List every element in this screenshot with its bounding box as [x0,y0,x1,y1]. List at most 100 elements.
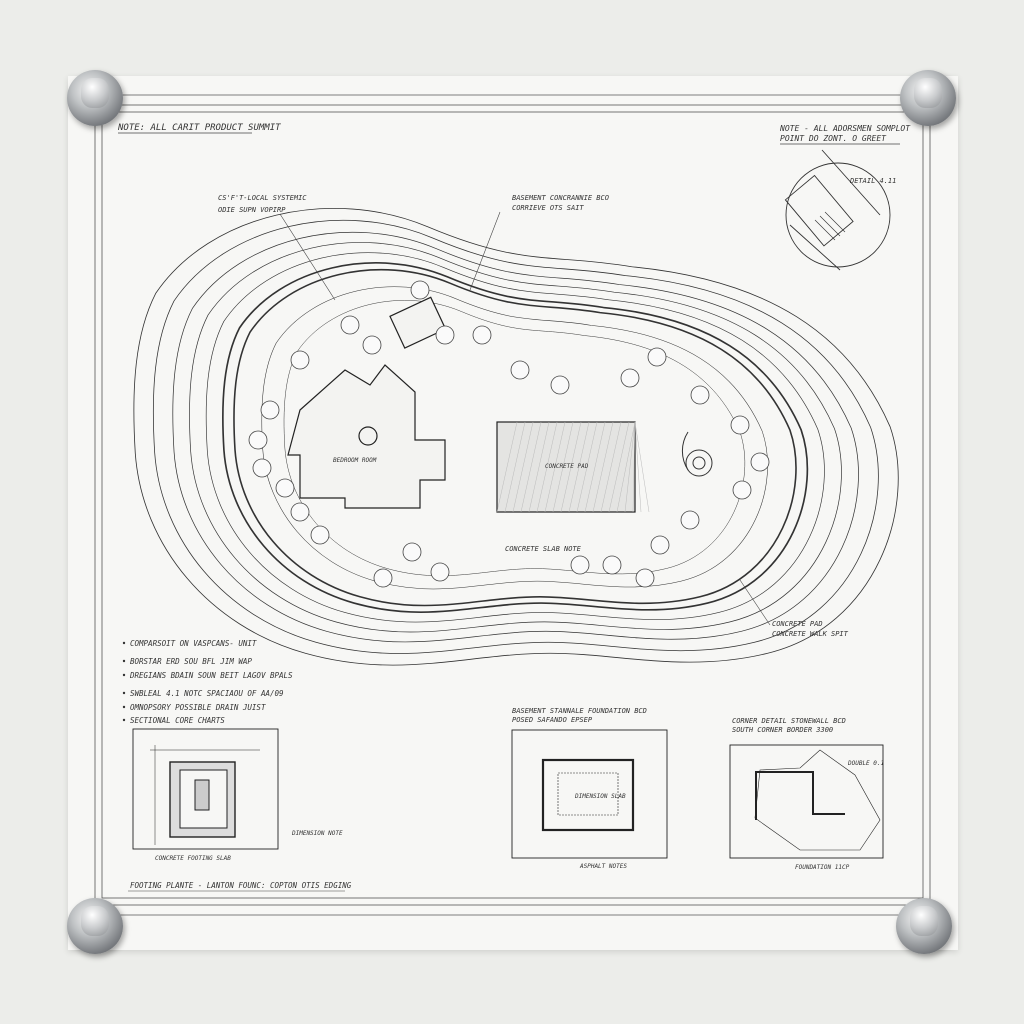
shrub [750,452,770,472]
contour-line [152,220,879,654]
legend-notes: COMPARSOIT ON VASPCANS- UNIT BORSTAR ERD … [122,639,293,725]
detail-3-subtitle: SOUTH CORNER BORDER 3300 [732,726,833,734]
court-label: CONCRETE PAD [545,463,589,470]
shrub [550,375,570,395]
hatch-line [544,421,566,513]
standoff-top-right [900,70,956,126]
house-label: BEDROOM ROOM [333,457,377,464]
shrub [362,335,382,355]
label-right-pad: CONCRETE PAD [772,620,823,628]
hatch-line [536,421,558,513]
legend-item: DREGIANS BDAIN SOUN BEIT LAGOV BPALS [129,671,293,680]
shrub [730,415,750,435]
house-footprint [287,296,447,509]
hatch-line [576,421,598,513]
detail-2-label: ASPHALT NOTES [579,863,627,870]
label-basement: BASEMENT CONCRANNIE BCO [512,194,609,202]
detail-callout [784,149,891,271]
shrub [310,525,330,545]
detail-1-callout: DIMENSION NOTE [291,830,343,837]
legend-item: SECTIONAL CORE CHARTS [130,716,225,725]
contour-line [222,262,809,613]
legend-item: COMPARSOIT ON VASPCANS- UNIT [130,639,257,648]
detail-1-label: CONCRETE FOOTING SLAB [155,855,231,862]
hatch-line [634,421,650,513]
contour-line [133,208,899,666]
hatch-line [560,421,582,513]
contour-line [189,242,842,633]
hatch-line [632,421,636,513]
shrub [647,347,667,367]
legend-bullet [122,691,126,695]
label-basement-2: CORRIEVE OTS SAIT [512,204,584,212]
contour-line [172,231,859,643]
legend-bullet [122,705,126,709]
hatch-line [528,421,550,513]
shrub [275,478,295,498]
label-slab: CONCRETE SLAB NOTE [505,545,582,553]
shrub [732,480,752,500]
shrub [290,502,310,522]
shrub [620,368,640,388]
hatch-line [584,421,606,513]
shrub [402,542,422,562]
shrub [340,315,360,335]
hatch-line [512,421,534,513]
hatch-line [568,421,590,513]
detail-panel-3 [729,744,884,859]
contour-line [233,268,797,607]
standoff-bottom-left [67,898,123,954]
legend-item: BORSTAR ERD SOU BFL JIM WAP [130,657,252,666]
legend-bullet [122,659,126,663]
planting-shrubs [248,280,770,588]
sheet-border [80,94,945,916]
hatch-line [608,421,630,513]
legend-item: SWBLEAL 4.1 NOTC SPACIAOU OF AA/09 [130,689,284,698]
hatch-line [624,421,636,513]
hatch-line [634,421,642,513]
detail-3-label: DOUBLE 0.1 [847,760,884,767]
shrub [680,510,700,530]
detail-3-callout: FOUNDATION 11CP [795,864,850,871]
shrub [690,385,710,405]
shrub [373,568,393,588]
note-top-right-2: POINT DO ZONT. O GREET [780,134,887,143]
footer-note: FOOTING PLANTE - LANTON FOUNC: COPTON OT… [130,881,352,890]
shrub [410,280,430,300]
hatch-line [520,421,542,513]
shrub [650,535,670,555]
shrub [252,458,272,478]
label-lighting: CS'F'T-LOCAL SYSTEMIC [218,194,307,202]
shrub [435,325,455,345]
label-lighting-2: ODIE SUPN VOPIRP [218,206,286,214]
detail-panel-1 [132,728,279,850]
shrub [430,562,450,582]
fountain [681,431,713,477]
note-top-right-1: NOTE - ALL ADORSMEN SOMPLOT [779,124,911,133]
note-top-left: NOTE: ALL CARIT PRODUCT SUMMIT [117,123,281,133]
legend-bullet [122,641,126,645]
legend-bullet [122,673,126,677]
shrub [510,360,530,380]
standoff-top-left [67,70,123,126]
contour-line [261,286,768,590]
detail-2-title: BASEMENT STANNALE FOUNDATION BCD [512,707,647,715]
hatch-line [504,421,526,513]
detail-2-subtitle: POSED SAFANDO EPSEP [512,716,593,724]
hatch-line [552,421,574,513]
court-slab [496,421,650,513]
hatch-line [600,421,622,513]
label-right-walk: CONCRETE WALK SPIT [772,630,849,638]
detail-callout-label: DETAIL 4.11 [849,177,896,185]
shrub [570,555,590,575]
detail-3-title: CORNER DETAIL STONEWALL BCD [732,717,846,725]
hatch-line [616,421,636,513]
shrub [290,350,310,370]
hatch-line [496,421,518,513]
detail-panel-2 [511,729,668,859]
shrub [260,400,280,420]
legend-bullet [122,718,126,722]
contour-line [205,252,825,623]
shrub [602,555,622,575]
